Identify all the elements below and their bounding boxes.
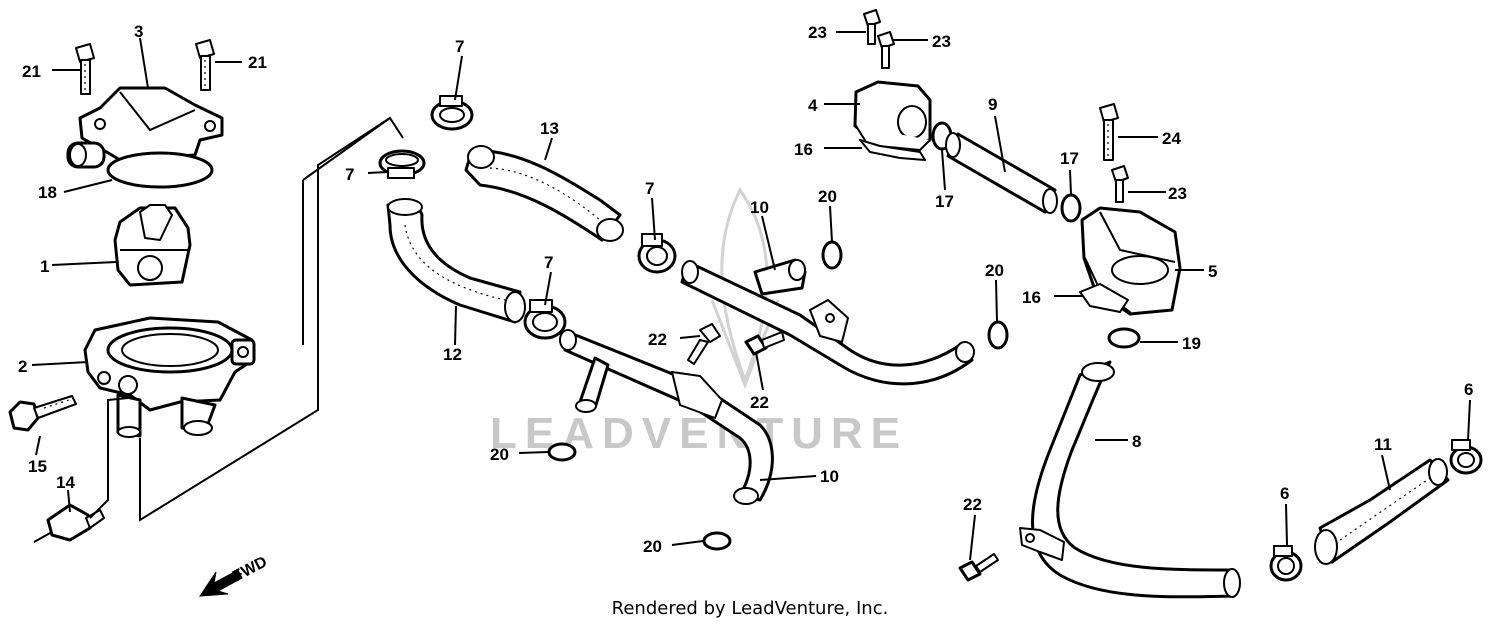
thermostat-part — [113, 204, 192, 287]
clamp-6-bottom-part — [1269, 545, 1303, 582]
callout-2: 2 — [18, 357, 27, 376]
hose-12-part — [386, 198, 526, 324]
callout-23-b: 23 — [932, 32, 951, 51]
bolt-23-b-part — [877, 31, 895, 69]
callout-13: 13 — [540, 119, 559, 138]
leader-lines-left — [31, 37, 404, 522]
o-ring-17-b-part — [1060, 193, 1082, 223]
callout-7-top: 7 — [455, 37, 464, 56]
watermark-logo — [710, 187, 780, 390]
callout-20-d: 20 — [643, 537, 662, 556]
clamp-7-top-part — [430, 95, 474, 131]
callout-18: 18 — [38, 183, 57, 202]
callout-17-b: 17 — [1060, 149, 1079, 168]
callout-14: 14 — [56, 473, 75, 492]
callout-10-upper: 10 — [750, 198, 769, 217]
callout-15: 15 — [28, 457, 47, 476]
callout-16-right: 16 — [1022, 288, 1041, 307]
o-ring-20-b-part — [987, 320, 1009, 350]
callout-6-bottom: 6 — [1280, 484, 1289, 503]
callout-1: 1 — [40, 257, 49, 276]
thermostat-housing-part — [83, 316, 256, 438]
callout-8: 8 — [1132, 432, 1141, 451]
elbow-4-part — [853, 80, 932, 151]
bolt-15-part — [8, 395, 77, 432]
pipe-9-part — [945, 132, 1058, 214]
callout-11: 11 — [1374, 435, 1392, 454]
forward-direction-arrow: FWD — [199, 553, 270, 597]
o-ring-19-part — [1107, 327, 1141, 349]
callout-23-a: 23 — [808, 23, 827, 42]
clamp-7-left-part — [378, 149, 426, 179]
o-ring-20-c-part — [547, 442, 577, 462]
thermostat-cover-part — [66, 86, 224, 169]
gasket-16-top-part — [859, 139, 926, 161]
clamp-6-top-part — [1449, 439, 1483, 475]
callout-17-a: 17 — [935, 192, 954, 211]
callout-16-top: 16 — [794, 140, 813, 159]
bolt-21-right-part — [195, 39, 215, 91]
hose-11-part — [1314, 458, 1450, 565]
callout-7-center: 7 — [544, 253, 553, 272]
callout-4: 4 — [808, 96, 818, 115]
o-ring-18-part — [106, 151, 214, 189]
callout-10-lower: 10 — [820, 467, 839, 486]
callout-21-right: 21 — [248, 53, 267, 72]
bolt-22-c-part — [958, 553, 999, 582]
footer-credit: Rendered by LeadVenture, Inc. — [612, 598, 889, 619]
clamp-7-right-part — [637, 233, 677, 274]
callout-20-b: 20 — [985, 261, 1004, 280]
callout-5: 5 — [1208, 262, 1217, 281]
o-ring-20-d-part — [702, 531, 732, 551]
callout-22-c: 22 — [963, 495, 982, 514]
pipe-10-lower-part — [559, 329, 774, 505]
leader-lines-right — [367, 31, 1471, 561]
bolt-22-a-part — [687, 323, 721, 365]
callout-12: 12 — [443, 345, 462, 364]
sensor-14-part — [33, 503, 105, 543]
hose-8-part — [1019, 360, 1241, 599]
callout-21-left: 21 — [22, 62, 41, 81]
callout-24: 24 — [1162, 129, 1181, 148]
fwd-label: FWD — [230, 553, 270, 585]
bolt-24-part — [1099, 103, 1119, 161]
o-ring-20-a-part — [821, 240, 843, 270]
pipe-10-upper-part — [680, 258, 975, 386]
clamp-7-center-part — [523, 299, 567, 340]
bolt-21-left-part — [75, 43, 95, 95]
bolt-23-a-part — [863, 9, 881, 45]
callout-22-a: 22 — [648, 330, 667, 349]
callout-22-b: 22 — [750, 393, 769, 412]
callout-20-c: 20 — [490, 445, 509, 464]
callout-9: 9 — [988, 95, 997, 114]
callout-3: 3 — [134, 22, 143, 41]
hose-13-part — [464, 145, 624, 242]
callout-7-right: 7 — [645, 179, 654, 198]
gasket-16-right-part — [1079, 283, 1129, 313]
callout-23-c: 23 — [1168, 184, 1187, 203]
callout-20-a: 20 — [818, 187, 837, 206]
callout-19: 19 — [1182, 334, 1201, 353]
callout-6-top: 6 — [1464, 380, 1473, 399]
callout-7-left: 7 — [345, 165, 354, 184]
bolt-23-c-part — [1111, 165, 1129, 203]
bolt-22-b-part — [744, 331, 785, 356]
